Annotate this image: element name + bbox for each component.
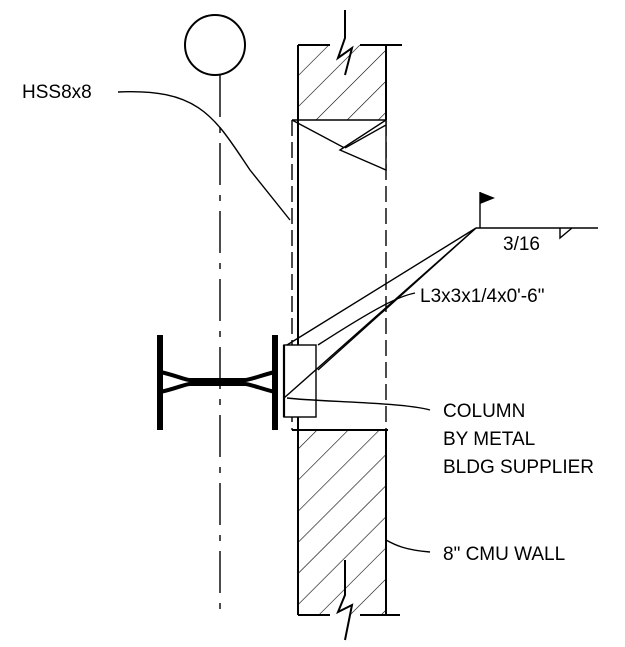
column-label-line2: BY METAL (443, 429, 535, 450)
wall-leader (385, 539, 431, 553)
hss-column (291, 118, 387, 430)
column-label-line3: BLDG SUPPLIER (443, 457, 594, 478)
angle-clip (282, 344, 317, 418)
grid-bubble (184, 14, 246, 76)
hss-leader (117, 90, 291, 221)
weld-symbol (476, 192, 598, 240)
cmu-wall-lower (292, 429, 400, 616)
leader-lines (117, 90, 477, 553)
cmu-wall-upper (297, 44, 402, 430)
column-label-line1: COLUMN (443, 401, 525, 422)
weld-leader-1 (286, 227, 477, 346)
wall-label: 8" CMU WALL (443, 544, 565, 565)
metal-building-column (157, 335, 278, 430)
angle-label: L3x3x1/4x0'-6" (420, 286, 544, 307)
hss-label: HSS8x8 (22, 82, 92, 103)
weld-size-label: 3/16 (503, 234, 540, 255)
angle-leader (317, 292, 416, 346)
grid-line-marker (184, 14, 246, 612)
column-leader (286, 397, 431, 411)
break-line-top (336, 10, 354, 76)
